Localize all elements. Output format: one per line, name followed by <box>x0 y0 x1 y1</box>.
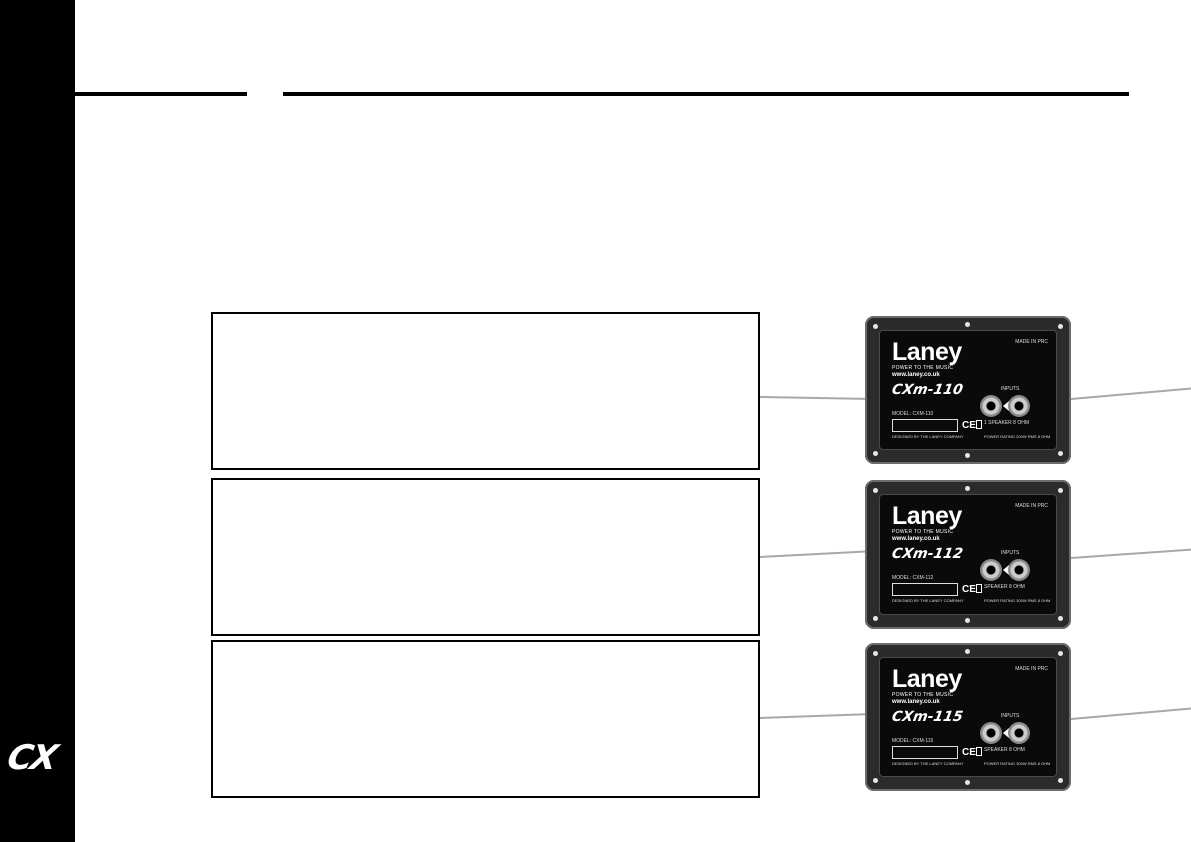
model-number: MODEL: CXM-112 <box>892 575 934 581</box>
arrow-left-icon <box>1003 401 1009 411</box>
screw-icon <box>873 488 878 493</box>
screw-icon <box>1058 616 1063 621</box>
connector-line <box>1070 548 1191 559</box>
header-rule-right <box>283 92 1129 96</box>
brand-logo: Laney <box>892 502 962 530</box>
ce-mark-icon: CE <box>962 584 976 595</box>
model-name: CXm-110 <box>890 382 965 398</box>
made-in-label: MADE IN PRC <box>1015 666 1048 672</box>
designed-by-label: DESIGNED BY THE LANEY COMPANY <box>892 761 964 766</box>
brand-tagline: POWER TO THE MUSIC <box>892 692 954 698</box>
input-jack-icon <box>980 559 1002 581</box>
brand-logo: Laney <box>892 338 962 366</box>
model-number: MODEL: CXM-115 <box>892 738 934 744</box>
input-jack-icon <box>980 722 1002 744</box>
arrow-left-icon <box>1003 565 1009 575</box>
power-rating-label: POWER RATING 300W RMS 8 OHM <box>984 761 1051 766</box>
rear-panel-cxm-110: Laney POWER TO THE MUSIC www.laney.co.uk… <box>865 316 1071 464</box>
power-rating-label: POWER RATING 300W RMS 8 OHM <box>984 598 1051 603</box>
speaker-label: SPEAKER 8 OHM <box>984 747 1025 753</box>
connector-line <box>759 550 866 558</box>
input-jack-icon <box>1008 395 1030 417</box>
screw-icon <box>965 322 970 327</box>
ce-mark-icon: CE <box>962 420 976 431</box>
designed-by-label: DESIGNED BY THE LANEY COMPANY <box>892 434 964 439</box>
input-jack-icon <box>1008 559 1030 581</box>
connector-line <box>1070 707 1191 720</box>
speaker-label: 1 SPEAKER 8 OHM <box>984 420 1030 426</box>
description-box-3 <box>211 640 760 798</box>
panel-label-plate: Laney POWER TO THE MUSIC www.laney.co.uk… <box>879 657 1057 777</box>
input-jack-icon <box>1008 722 1030 744</box>
made-in-label: MADE IN PRC <box>1015 503 1048 509</box>
brand-url: www.laney.co.uk <box>892 372 940 378</box>
screw-icon <box>1058 778 1063 783</box>
serial-number-box <box>892 583 958 596</box>
screw-icon <box>965 486 970 491</box>
brand-url: www.laney.co.uk <box>892 536 940 542</box>
screw-icon <box>965 453 970 458</box>
model-number: MODEL: CXM-110 <box>892 411 934 417</box>
screw-icon <box>873 778 878 783</box>
brand-tagline: POWER TO THE MUSIC <box>892 365 954 371</box>
rear-panel-cxm-115: Laney POWER TO THE MUSIC www.laney.co.uk… <box>865 643 1071 791</box>
inputs-label: INPUTS <box>1001 713 1020 719</box>
inputs-label: INPUTS <box>1001 550 1020 556</box>
panel-label-plate: Laney POWER TO THE MUSIC www.laney.co.uk… <box>879 330 1057 450</box>
weee-bin-icon <box>976 584 982 593</box>
cx-logo: CX <box>3 738 60 778</box>
screw-icon <box>873 651 878 656</box>
made-in-label: MADE IN PRC <box>1015 339 1048 345</box>
header-rule-left <box>75 92 247 96</box>
sidebar-strip: CX <box>0 0 75 842</box>
screw-icon <box>965 649 970 654</box>
description-box-2 <box>211 478 760 636</box>
brand-tagline: POWER TO THE MUSIC <box>892 529 954 535</box>
brand-logo: Laney <box>892 665 962 693</box>
screw-icon <box>1058 324 1063 329</box>
connector-line <box>759 713 866 719</box>
screw-icon <box>1058 651 1063 656</box>
screw-icon <box>873 451 878 456</box>
speaker-label: SPEAKER 8 OHM <box>984 584 1025 590</box>
description-box-1 <box>211 312 760 470</box>
serial-number-box <box>892 419 958 432</box>
screw-icon <box>965 780 970 785</box>
ce-mark-icon: CE <box>962 747 976 758</box>
screw-icon <box>1058 451 1063 456</box>
model-name: CXm-115 <box>890 709 965 725</box>
screw-icon <box>1058 488 1063 493</box>
model-name: CXm-112 <box>890 546 965 562</box>
serial-number-box <box>892 746 958 759</box>
screw-icon <box>873 616 878 621</box>
screw-icon <box>873 324 878 329</box>
input-jack-icon <box>980 395 1002 417</box>
designed-by-label: DESIGNED BY THE LANEY COMPANY <box>892 598 964 603</box>
screw-icon <box>965 618 970 623</box>
weee-bin-icon <box>976 747 982 756</box>
arrow-left-icon <box>1003 728 1009 738</box>
connector-line <box>1070 387 1191 400</box>
power-rating-label: POWER RATING 200W RMS 8 OHM <box>984 434 1051 439</box>
panel-label-plate: Laney POWER TO THE MUSIC www.laney.co.uk… <box>879 494 1057 615</box>
weee-bin-icon <box>976 420 982 429</box>
brand-url: www.laney.co.uk <box>892 699 940 705</box>
connector-line <box>759 396 867 400</box>
rear-panel-cxm-112: Laney POWER TO THE MUSIC www.laney.co.uk… <box>865 480 1071 629</box>
inputs-label: INPUTS <box>1001 386 1020 392</box>
